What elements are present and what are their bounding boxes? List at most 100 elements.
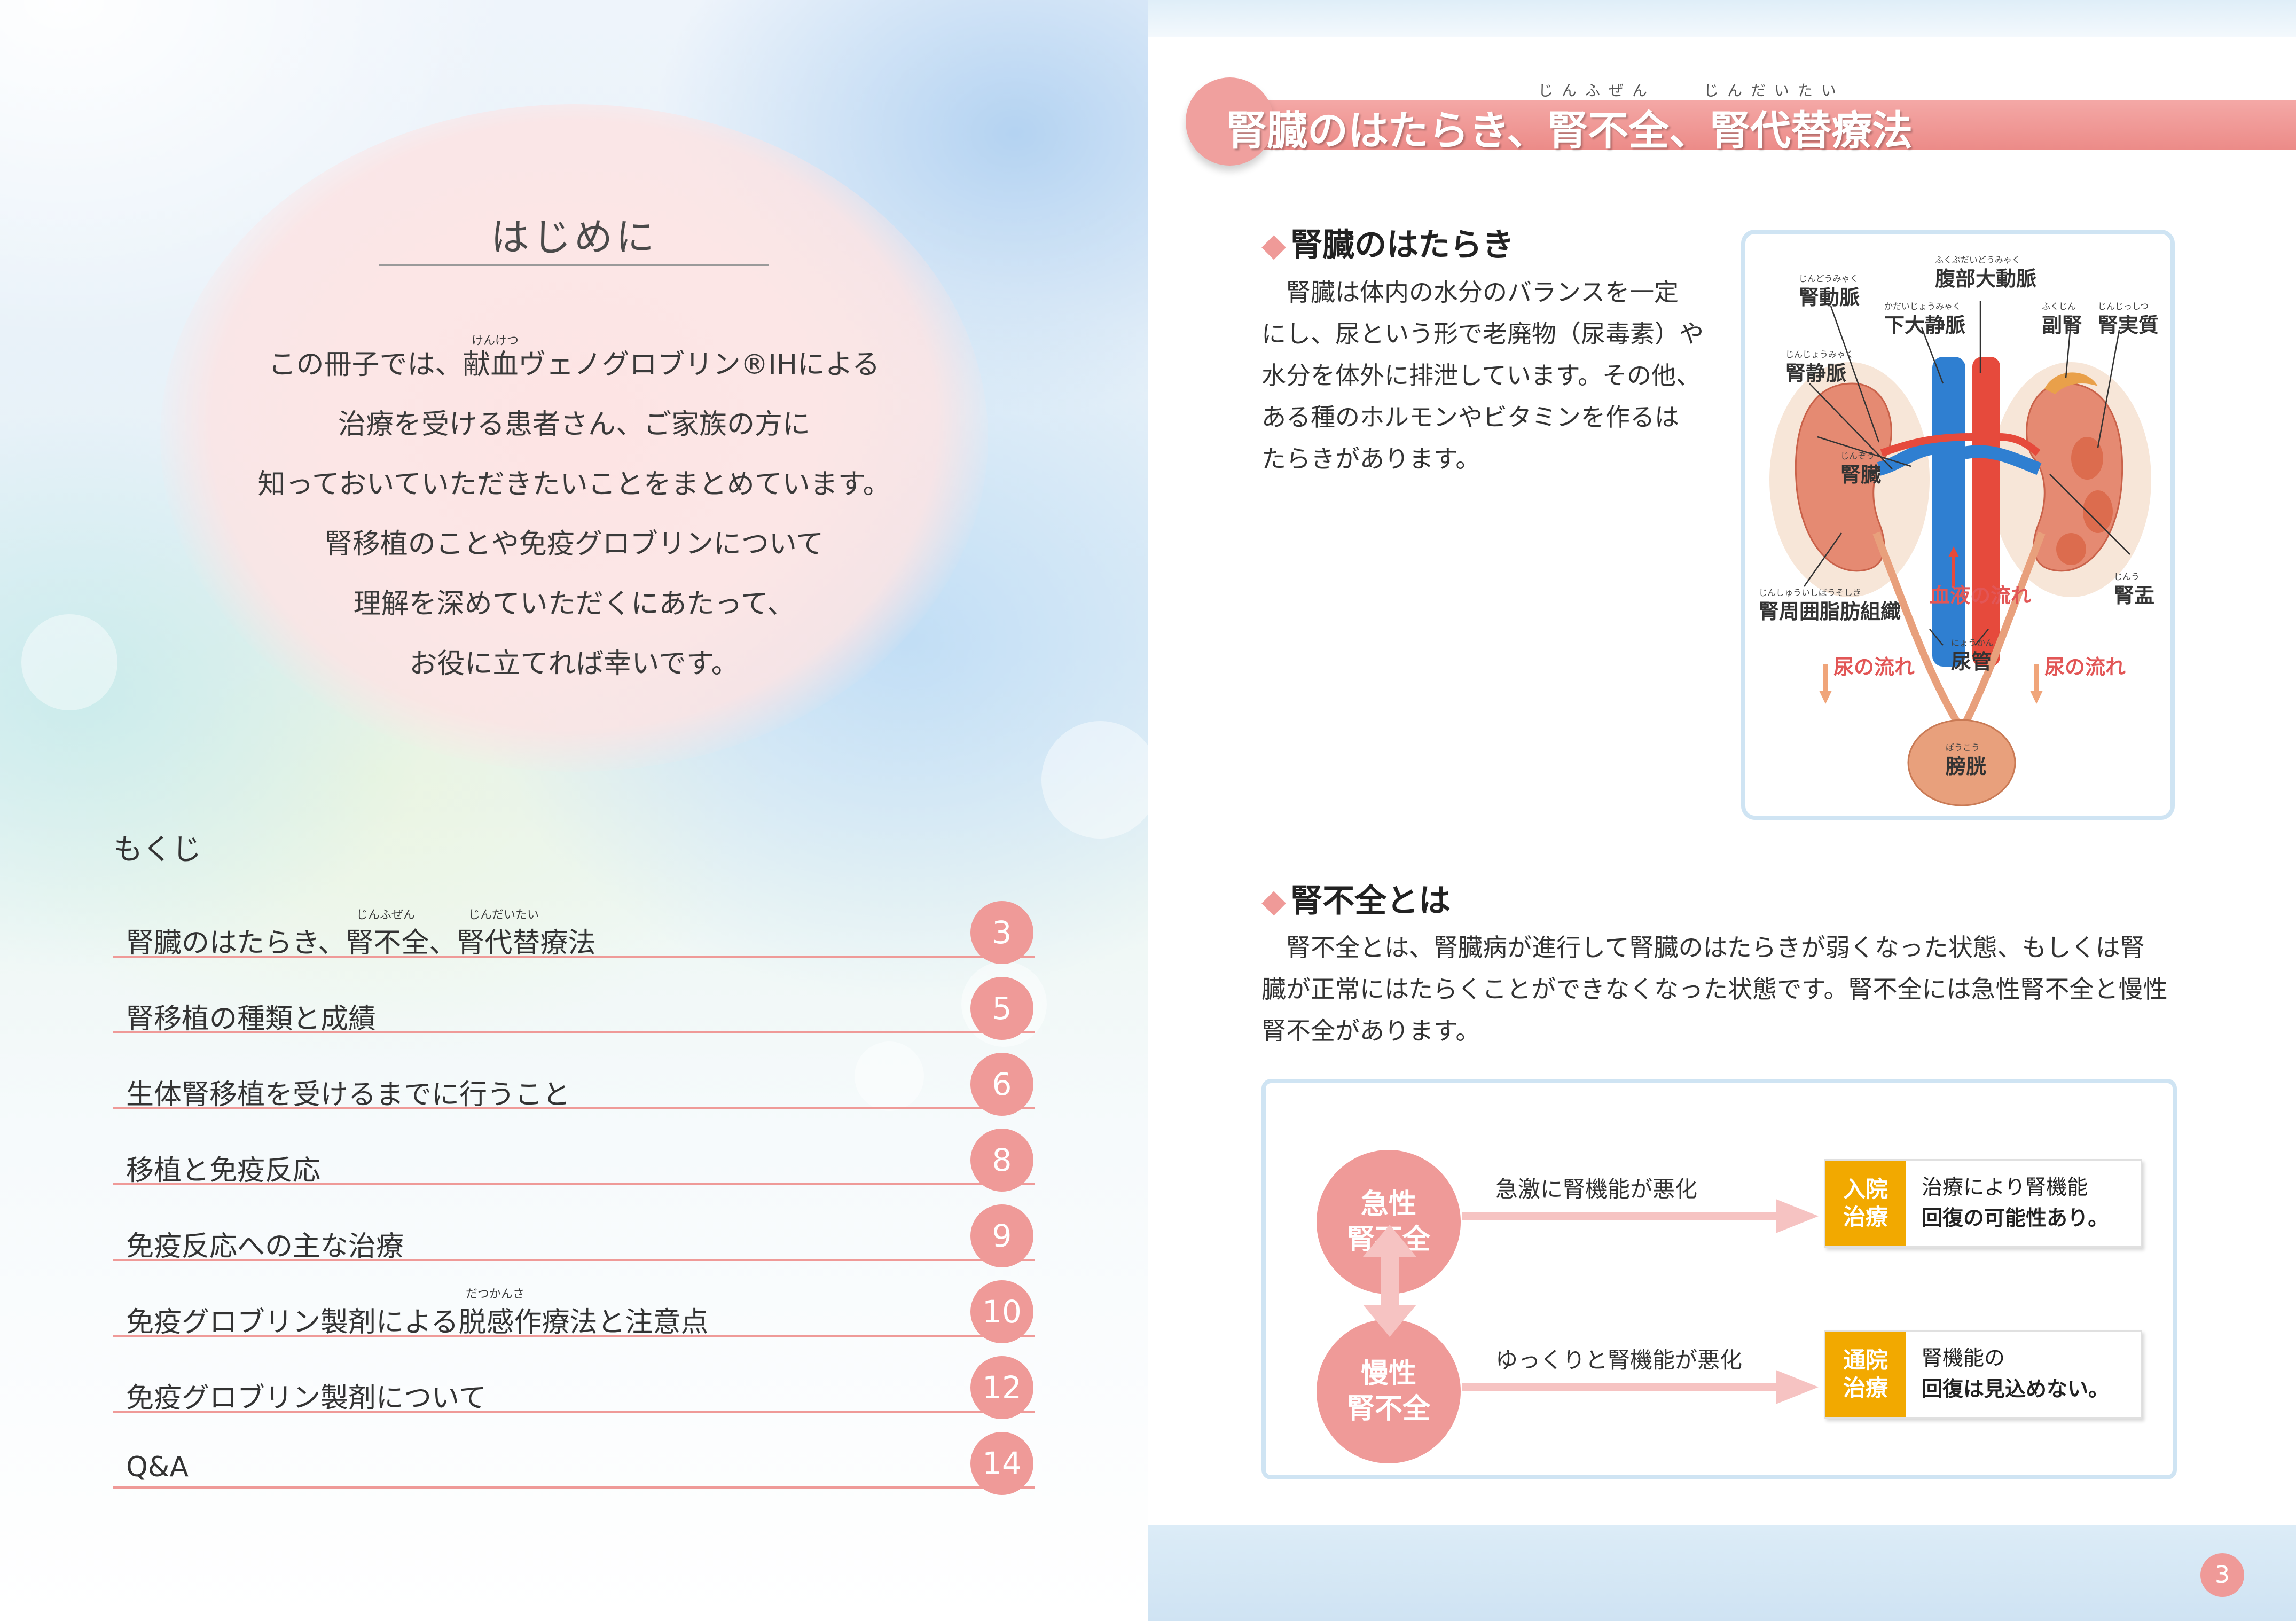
toc-page-badge: 14 [970, 1432, 1033, 1495]
toc-ruby: じんふぜん [356, 909, 416, 922]
section-heading-failure: ◆腎不全とは [1261, 882, 1451, 920]
bokeh-light [21, 614, 117, 710]
toc-item[interactable]: だつかんさ 免疫グロブリン製剤による脱感作療法と注意点 10 [113, 1279, 1035, 1355]
bokeh-light [855, 1041, 924, 1111]
intro-divider [379, 264, 769, 266]
ruby-kenketsu: けんけつ [472, 334, 519, 348]
kidney-anatomy-figure: じんどうみゃく 腎動脈 ふくぶだいどうみゃく 腹部大動脈 かだいじょうみゃく 下… [1741, 230, 2175, 820]
toc-label: Q&A [126, 1451, 189, 1483]
toc-item[interactable]: じんふぜん じんだいたい 腎臓のはたらき、腎不全、腎代替療法 3 [113, 900, 1035, 976]
header-ruby: じんふぜん [1538, 82, 1656, 99]
chronic-result-text: 腎機能の 回復は見込めない。 [1922, 1346, 2110, 1401]
toc-item[interactable]: 生体腎移植を受けるまでに行うこと 6 [113, 1052, 1035, 1127]
renal-artery-left [1880, 433, 1973, 457]
bladder [1907, 719, 2016, 806]
outpatient-tag: 通院 治療 [1825, 1332, 1906, 1417]
toc-label: 免疫グロブリン製剤について [126, 1382, 487, 1414]
intro-title: はじめに [490, 215, 657, 260]
hospitalization-tag: 入院 治療 [1825, 1161, 1906, 1246]
toc-divider [113, 1259, 1035, 1261]
fig-ruby: じんじっしつ [2098, 301, 2149, 311]
page-number: 3 [2200, 1553, 2244, 1597]
renal-pyramid [2071, 437, 2103, 480]
toc-divider [113, 1107, 1035, 1109]
toc-divider [113, 1411, 1035, 1413]
toc-item[interactable]: 免疫反応への主な治療 9 [113, 1203, 1035, 1279]
toc-page-badge: 9 [970, 1204, 1033, 1267]
fig-ruby: かだいじょうみゃく [1884, 301, 1962, 311]
intro-oval [160, 104, 988, 772]
acute-result-box: 入院 治療 治療により腎機能 回復の可能性あり。 [1824, 1159, 2142, 1248]
toc-divider [113, 956, 1035, 958]
label-ureter: 尿管 [1951, 650, 1992, 674]
acute-arrow [1462, 1212, 1783, 1220]
fig-ruby: じんどうみゃく [1799, 273, 1859, 284]
fig-ruby: ふくじん [2042, 301, 2076, 311]
arrow-right-icon [1776, 1199, 1819, 1233]
chronic-result-box: 通院 治療 腎機能の 回復は見込めない。 [1824, 1330, 2142, 1419]
toc-label: 腎移植の種類と成績 [126, 1003, 377, 1035]
kidney-text-line: ある種のホルモンやビタミンを作るは [1261, 403, 1679, 432]
label-aorta: 腹部大動脈 [1935, 267, 2037, 291]
toc-item[interactable]: 移植と免疫反応 8 [113, 1127, 1035, 1203]
intro-line-6: お役に立てれば幸いです。 [409, 648, 739, 680]
label-kidney: 腎臓 [1840, 463, 1882, 487]
header-bar [1212, 100, 2296, 150]
toc-page-badge: 3 [970, 901, 1033, 964]
intro-line-4: 腎移植のことや免疫グロブリンについて [324, 528, 824, 560]
arrow-down-icon [1819, 691, 1832, 704]
toc-page-badge: 10 [970, 1280, 1033, 1343]
label-blood-flow: 血液の流れ [1930, 584, 2032, 607]
renal-vein-left [1877, 441, 1938, 476]
toc-item[interactable]: 腎移植の種類と成績 5 [113, 976, 1035, 1052]
renal-pyramid [2083, 490, 2113, 533]
chronic-arrow [1462, 1383, 1783, 1391]
label-parenchyma: 腎実質 [2098, 314, 2159, 337]
arrow-right-icon [1776, 1370, 1819, 1404]
leader-lines [1803, 301, 2130, 646]
kidney-left [1795, 382, 1892, 572]
failure-text-line: 臓が正常にはたらくことができなくなった状態です。腎不全には急性腎不全と慢性 [1261, 975, 2168, 1004]
toc-label: 生体腎移植を受けるまでに行うこと [126, 1079, 571, 1111]
toc-ruby: だつかんさ [466, 1288, 525, 1301]
arrow-down-icon [2030, 691, 2043, 704]
ureter-right [1961, 531, 2046, 727]
toc-page-badge: 12 [970, 1356, 1033, 1419]
toc-page-badge: 8 [970, 1129, 1033, 1192]
kidney-text-line: にし、尿という形で老廃物（尿毒素）や [1261, 319, 1704, 348]
left-page: はじめに けんけつ この冊子では、献血ヴェノグロブリン®IHによる 治療を受ける… [0, 0, 1148, 1621]
double-arrow-icon [1363, 1225, 1416, 1337]
inferior-vena-cava [1932, 357, 1965, 667]
page-title: 腎臓のはたらき、腎不全、腎代替療法 [1226, 107, 1913, 154]
fig-ruby: じんぞう [1840, 451, 1875, 461]
toc-item[interactable]: 免疫グロブリン製剤について 12 [113, 1355, 1035, 1431]
toc-divider [113, 1486, 1035, 1489]
toc-label: 腎臓のはたらき、腎不全、腎代替療法 [126, 927, 596, 959]
arrow-up-icon [1948, 546, 1959, 557]
fig-ruby: じんしゅういしぼうそしき [1759, 588, 1862, 598]
section-heading-kidney: ◆腎臓のはたらき [1261, 226, 1514, 264]
failure-text-line: 腎不全があります。 [1261, 1016, 1480, 1045]
renal-artery-right [1999, 433, 2041, 456]
fig-ruby: じんじょうみゃく [1785, 349, 1854, 359]
renal-pyramid [2056, 533, 2086, 565]
chronic-arrow-text: ゆっくりと腎機能が悪化 [1495, 1347, 1743, 1373]
fig-ruby: ぼうこう [1946, 742, 1980, 753]
kidney-failure-diagram: 急性 腎不全 慢性 腎不全 急激に腎機能が悪化 ゆっくりと腎機能が悪化 入院 治… [1261, 1079, 2177, 1479]
adrenal-gland [2044, 372, 2098, 394]
acute-arrow-text: 急激に腎機能が悪化 [1495, 1176, 1698, 1202]
toc-divider [113, 1031, 1035, 1033]
intro-line-2: 治療を受ける患者さん、ご家族の方に [338, 409, 810, 441]
aorta [1972, 357, 2000, 667]
intro-line-3: 知っておいていただきたいことをまとめています。 [257, 468, 891, 500]
kidney-text: 腎臓は体内の水分のバランスを一定 にし、尿という形で老廃物（尿毒素）や 水分を体… [1261, 271, 1721, 480]
diamond-icon: ◆ [1261, 882, 1287, 920]
toc-page-badge: 5 [970, 977, 1033, 1040]
bottom-band [1148, 1525, 2296, 1621]
label-urine-flow-right: 尿の流れ [2044, 655, 2126, 679]
label-pelvis: 腎盂 [2114, 584, 2155, 607]
label-adrenal: 副腎 [2042, 314, 2083, 337]
toc-page-badge: 6 [970, 1053, 1033, 1116]
header-circle [1186, 77, 1274, 166]
toc-item[interactable]: Q&A 14 [113, 1431, 1035, 1507]
